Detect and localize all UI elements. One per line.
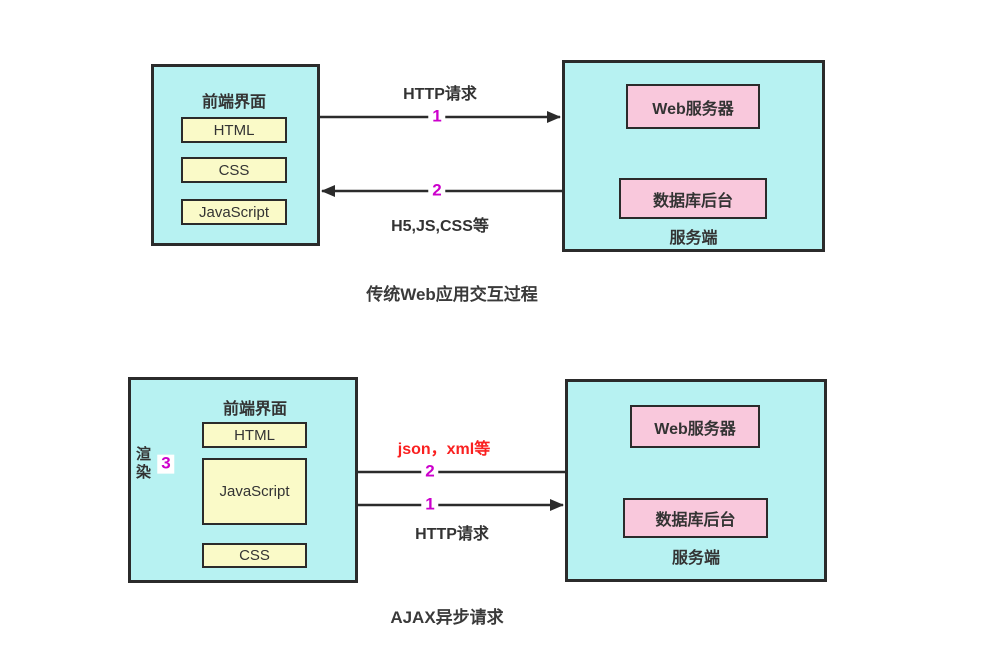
- d2-request-num: 1: [421, 495, 439, 515]
- d1-response-label: H5,JS,CSS等: [391, 218, 489, 235]
- d2-frontend-title: 前端界面: [222, 401, 287, 418]
- d2-response-label: json，xml等: [397, 441, 491, 458]
- d2-javascript-box: JavaScript: [202, 458, 307, 525]
- d1-request-num: 1: [428, 107, 446, 127]
- d1-database-box: 数据库后台: [619, 178, 767, 219]
- d2-web-server-box: Web服务器: [630, 405, 760, 448]
- d1-javascript-box: JavaScript: [181, 199, 287, 225]
- d2-render-label: 渲染: [134, 446, 151, 482]
- d1-frontend-title: 前端界面: [201, 94, 266, 111]
- d2-caption: AJAX异步请求: [390, 608, 504, 627]
- d2-html-box: HTML: [202, 422, 307, 448]
- d1-server-label: 服务端: [669, 230, 718, 247]
- d1-css-box: CSS: [181, 157, 287, 183]
- d1-caption: 传统Web应用交互过程: [366, 285, 538, 304]
- d2-css-box: CSS: [202, 543, 307, 568]
- d2-database-box: 数据库后台: [623, 498, 768, 538]
- d1-web-server-box: Web服务器: [626, 84, 760, 129]
- d2-response-num: 2: [421, 462, 439, 482]
- d2-server-label: 服务端: [671, 550, 720, 567]
- d1-html-box: HTML: [181, 117, 287, 143]
- d2-render-num: 3: [157, 454, 175, 474]
- d2-request-label: HTTP请求: [415, 526, 489, 543]
- d1-request-label: HTTP请求: [403, 86, 477, 103]
- d1-response-num: 2: [428, 181, 446, 201]
